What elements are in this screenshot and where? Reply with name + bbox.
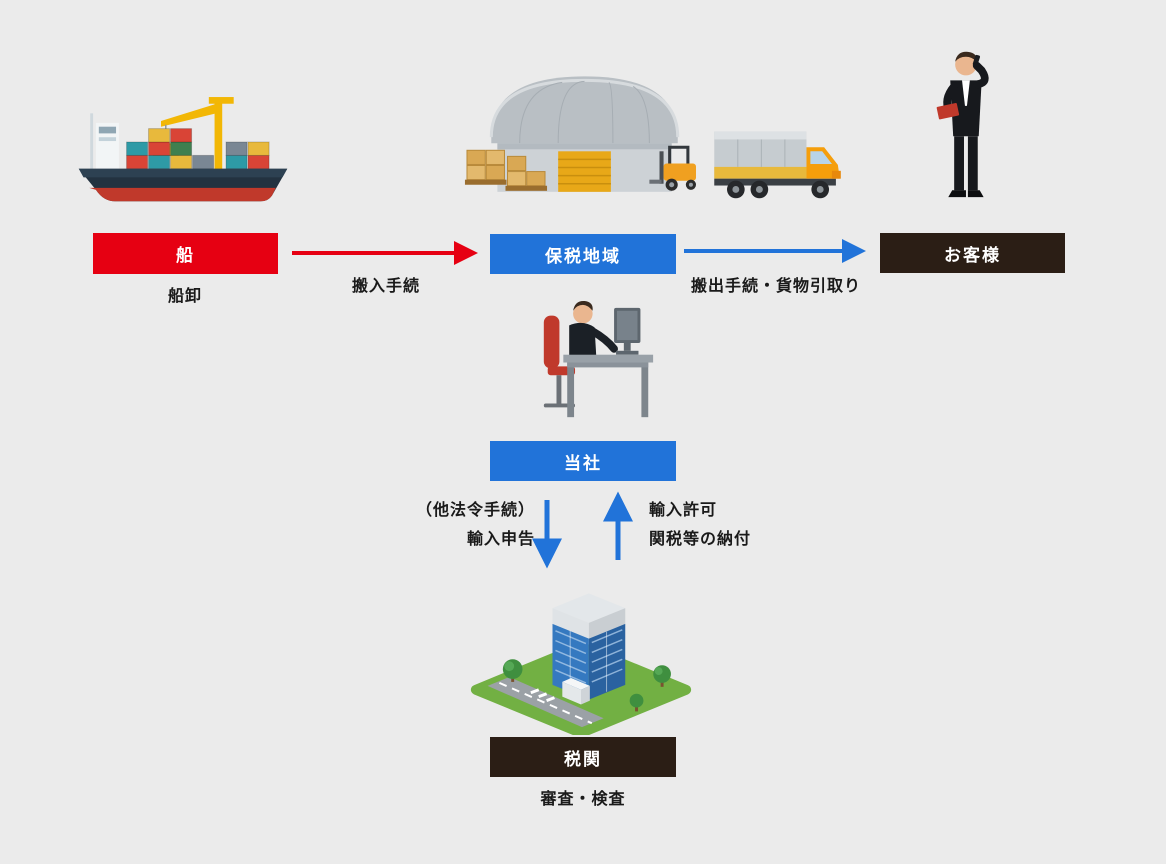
node-ship: 船	[93, 233, 278, 274]
cargo-ship-illustration	[73, 88, 293, 218]
import-declaration-label: （他法令手続） 輸入申告	[385, 496, 535, 554]
customs-sublabel: 審査・検査	[540, 791, 626, 808]
import-permit-line2: 関税等の納付	[649, 531, 752, 548]
node-bonded-area: 保税地域	[490, 234, 676, 274]
carry-out-label: 搬出手続・貨物引取り	[690, 278, 861, 295]
office-worker-illustration	[536, 292, 658, 434]
node-customs: 税関	[490, 737, 676, 777]
node-company: 当社	[490, 441, 676, 481]
node-customer: お客様	[880, 233, 1065, 273]
warehouse-illustration	[460, 52, 705, 204]
truck-illustration	[710, 110, 848, 213]
import-declaration-line2: 輸入申告	[466, 531, 535, 548]
import-permit-line1: 輸入許可	[649, 502, 718, 519]
import-permit-label: 輸入許可 関税等の納付	[649, 496, 809, 554]
customs-building-illustration	[466, 560, 696, 735]
ship-sublabel: 船卸	[167, 288, 202, 305]
import-declaration-line1: （他法令手続）	[415, 502, 535, 519]
carry-in-label: 搬入手続	[351, 278, 420, 295]
businessman-illustration	[916, 45, 1011, 207]
